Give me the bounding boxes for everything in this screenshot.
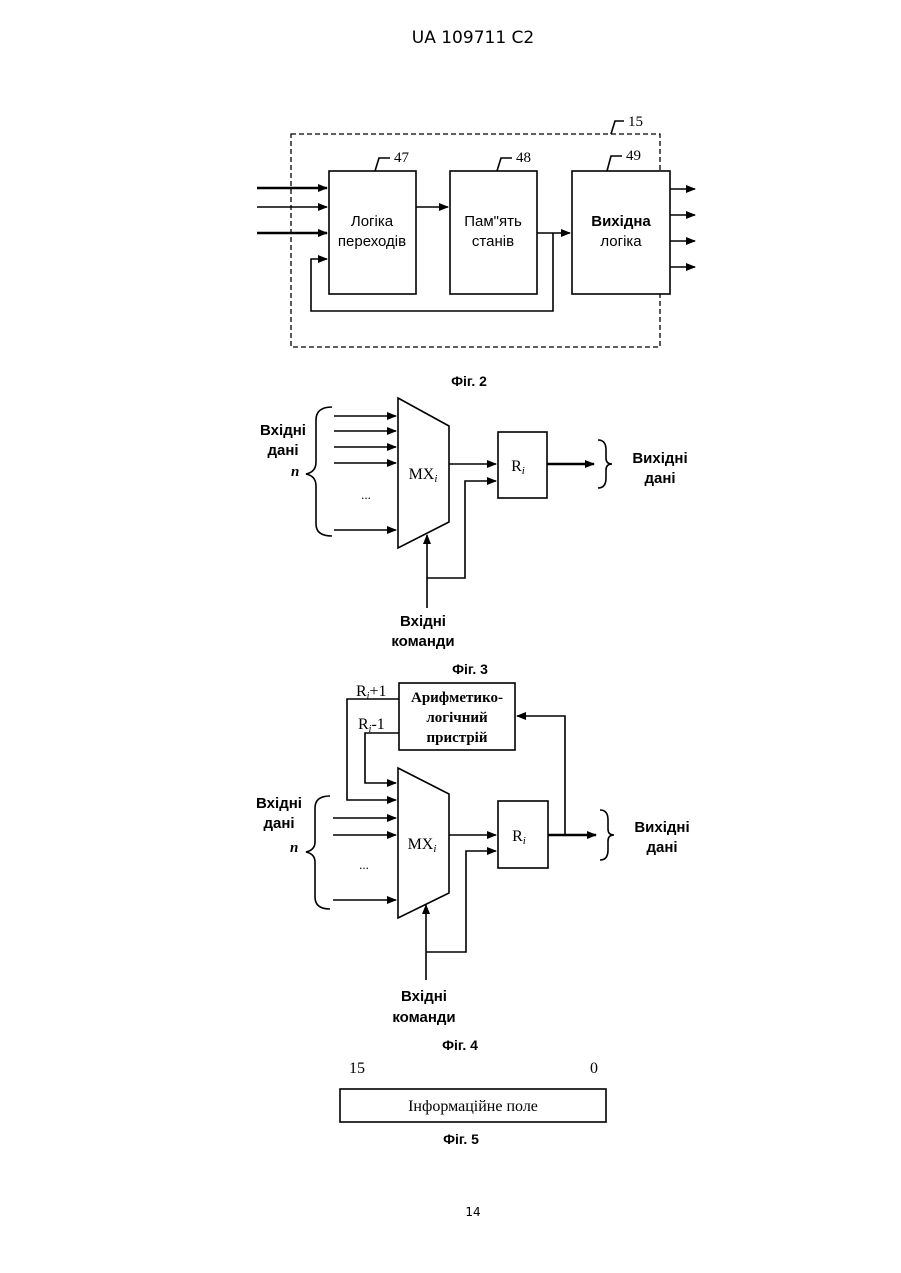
figure-4: Арифметико- логічний пристрій Ri+1 Ri-1 … xyxy=(256,683,690,1053)
fig4-cmd-label-2: команди xyxy=(392,1009,455,1026)
page-number: 14 xyxy=(465,1205,480,1219)
fig3-input-label-2: дані xyxy=(267,442,298,459)
fig5-bit-high: 15 xyxy=(349,1060,365,1077)
fig4-input-brace xyxy=(306,796,330,909)
fig5-field-label: Інформаційне поле xyxy=(408,1098,538,1115)
fig4-alu-line3: пристрій xyxy=(427,730,488,746)
fig4-output-label-1: Вихідні xyxy=(634,819,689,836)
ref-15-leader xyxy=(611,121,624,134)
fig3-caption: Фіг. 3 xyxy=(452,661,488,677)
block-49-line1: Вихідна xyxy=(591,213,651,230)
fig2-caption: Фіг. 2 xyxy=(451,373,487,389)
fig3-input-label-1: Вхідні xyxy=(260,422,306,439)
ref-49-leader xyxy=(607,156,622,171)
figure-3: Вхідні дані n ... MXi Ri Вихідні дані Вх… xyxy=(260,398,688,677)
fig4-output-label-2: дані xyxy=(646,839,677,856)
ref-48: 48 xyxy=(516,150,531,166)
fig4-r-plus-line xyxy=(347,699,399,800)
fig4-r-minus-line xyxy=(365,733,399,783)
block-47-line1: Логіка xyxy=(351,213,394,230)
fig3-output-label-1: Вихідні xyxy=(632,450,687,467)
fig4-cmd-label-1: Вхідні xyxy=(401,988,447,1005)
fig3-input-brace xyxy=(306,407,332,536)
fig4-input-label-2: дані xyxy=(263,815,294,832)
fig4-alu-line2: логічний xyxy=(426,710,488,726)
ref-15: 15 xyxy=(628,114,643,130)
block-48-line2: станів xyxy=(472,233,514,250)
fig3-output-brace xyxy=(598,440,612,488)
fig4-alu-line1: Арифметико- xyxy=(411,690,503,706)
fig4-output-brace xyxy=(600,810,614,860)
fig3-ellipsis: ... xyxy=(361,487,371,502)
fig3-output-label-2: дані xyxy=(644,470,675,487)
patent-header: UA 109711 C2 xyxy=(412,28,534,48)
ref-47-leader xyxy=(375,158,390,171)
fig3-cmd-label-2: команди xyxy=(391,633,454,650)
figure-2: 15 Логіка переходів 47 Пам"ять станів 48… xyxy=(257,114,695,389)
ref-48-leader xyxy=(497,158,512,171)
fig3-n-label: n xyxy=(291,464,299,480)
fig3-mux-label: MXi xyxy=(409,466,438,485)
fig4-n-label: n xyxy=(290,840,298,856)
fig4-r-minus-label: Ri-1 xyxy=(358,716,385,735)
block-47-line2: переходів xyxy=(338,233,406,250)
figure-5: 15 0 Інформаційне поле Фіг. 5 xyxy=(340,1060,606,1147)
fig5-caption: Фіг. 5 xyxy=(443,1131,479,1147)
fig4-caption: Фіг. 4 xyxy=(442,1037,478,1053)
fig4-mux-label: MXi xyxy=(408,836,437,855)
ref-49: 49 xyxy=(626,148,641,164)
block-49-line2: логіка xyxy=(600,233,642,250)
ref-47: 47 xyxy=(394,150,410,166)
fig5-bit-low: 0 xyxy=(590,1060,598,1077)
block-48-line1: Пам"ять xyxy=(464,213,522,230)
fig4-input-label-1: Вхідні xyxy=(256,795,302,812)
fig3-cmd-label-1: Вхідні xyxy=(400,613,446,630)
fig4-ellipsis: ... xyxy=(359,857,369,872)
